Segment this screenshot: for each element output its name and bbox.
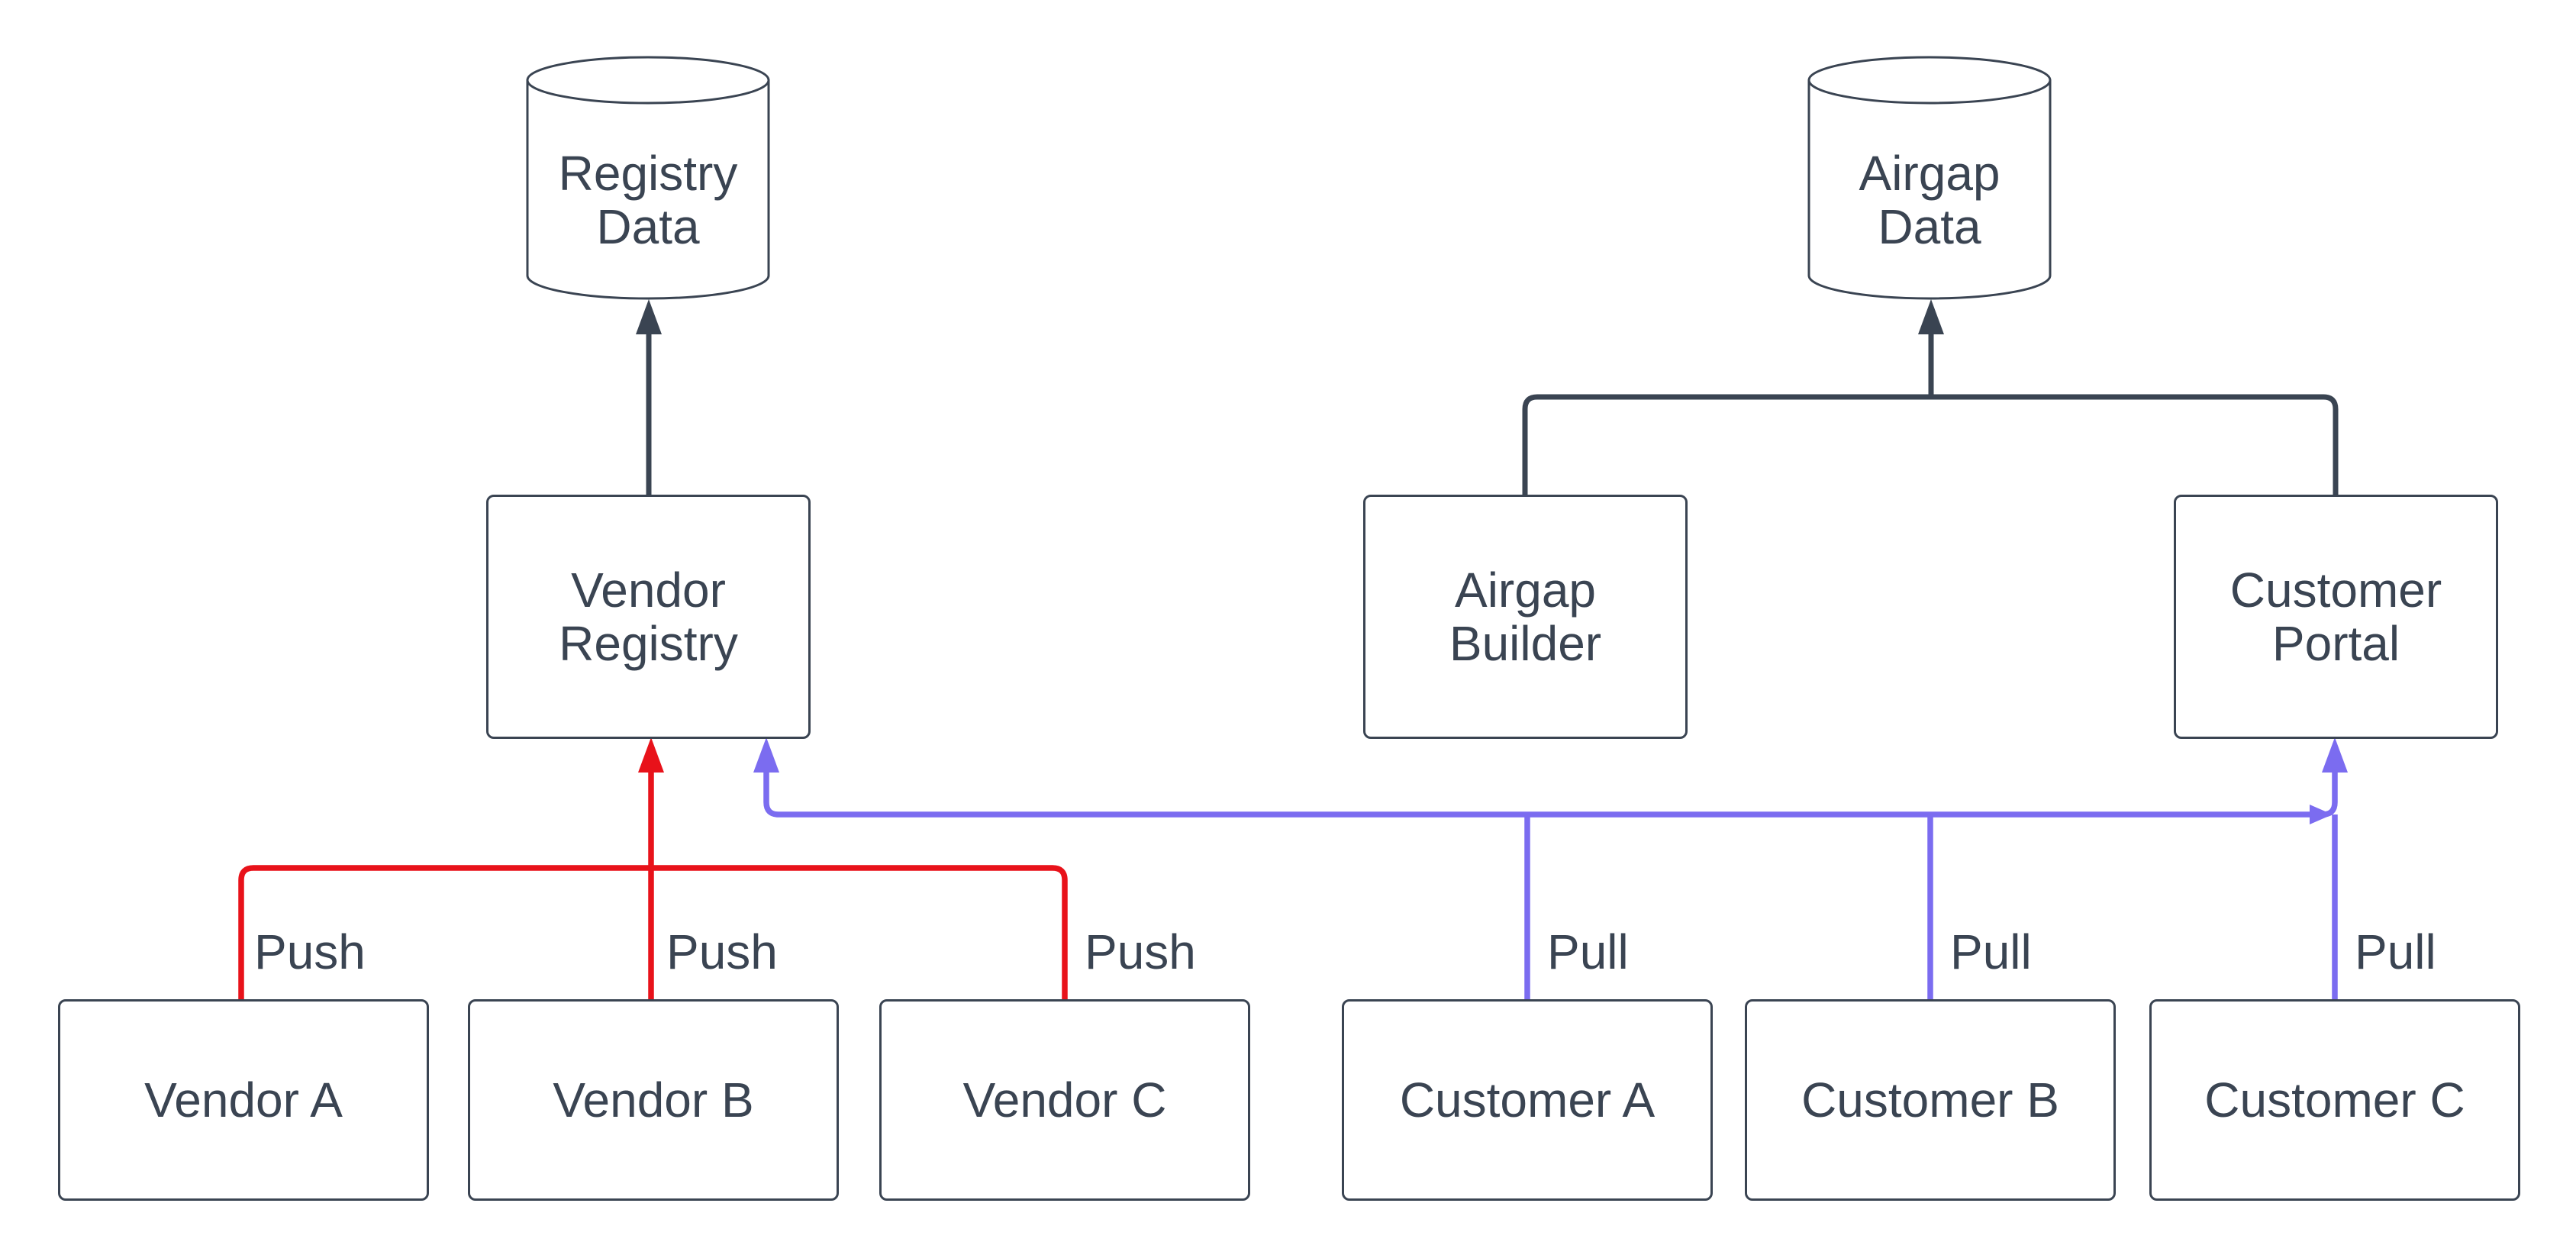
node-label: Vendor B	[553, 1073, 754, 1127]
edge-fork-to-airgap-data	[1522, 394, 2339, 495]
edge-label-push-vendor-a: Push	[254, 924, 366, 979]
datastore-label: Airgap Data	[1859, 146, 2001, 254]
node-vendor-registry: Vendor Registry	[486, 495, 811, 739]
cylinder-shape	[526, 56, 770, 300]
node-label: Vendor A	[144, 1073, 343, 1127]
node-vendor-a: Vendor A	[58, 999, 429, 1201]
edge-label-push-vendor-c: Push	[1085, 924, 1196, 979]
arrowhead-customer-portal-pull	[2322, 737, 2348, 773]
edge-label-pull-customer-c: Pull	[2355, 924, 2436, 979]
node-label: Airgap Builder	[1449, 563, 1602, 671]
node-label: Customer Portal	[2229, 563, 2442, 671]
node-airgap-builder: Airgap Builder	[1363, 495, 1688, 739]
arrowhead-vendor-registry-pull	[753, 737, 779, 773]
cylinder-shape	[1807, 56, 2052, 300]
node-customer-b: Customer B	[1745, 999, 2116, 1201]
node-label: Customer A	[1399, 1073, 1656, 1127]
arrowhead-registry-data	[636, 299, 662, 334]
node-label: Customer C	[2204, 1073, 2465, 1127]
node-label: Vendor Registry	[559, 563, 738, 671]
node-label: Vendor C	[962, 1073, 1167, 1127]
edge-pull-trunk	[763, 769, 2338, 818]
datastore-label: Registry Data	[558, 146, 738, 254]
node-vendor-c: Vendor C	[879, 999, 1250, 1201]
node-label: Customer B	[1801, 1073, 2059, 1127]
edge-label-push-vendor-b: Push	[666, 924, 778, 979]
arrowhead-vendor-registry-push	[638, 737, 664, 773]
edge-label-pull-customer-a: Pull	[1547, 924, 1629, 979]
node-customer-a: Customer A	[1342, 999, 1713, 1201]
arrowhead-airgap-data	[1918, 299, 1944, 334]
datastore-registry-data: Registry Data	[526, 55, 770, 301]
arrowhead-pull-trunk-junction	[2310, 805, 2333, 824]
edge-label-pull-customer-b: Pull	[1950, 924, 2032, 979]
node-customer-c: Customer C	[2149, 999, 2520, 1201]
datastore-airgap-data: Airgap Data	[1807, 55, 2052, 301]
node-vendor-b: Vendor B	[468, 999, 839, 1201]
node-customer-portal: Customer Portal	[2174, 495, 2498, 739]
